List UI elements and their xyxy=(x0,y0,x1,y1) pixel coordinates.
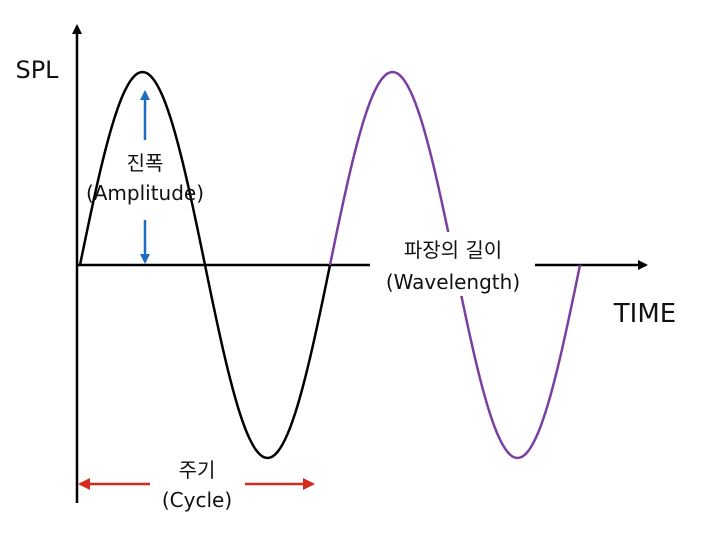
wave-first-cycle xyxy=(78,70,332,460)
amplitude-label-ko: 진폭 xyxy=(127,151,164,175)
x-axis-label: TIME xyxy=(613,299,676,329)
wavelength-label-background xyxy=(370,232,535,296)
wavelength-label-en: (Wavelength) xyxy=(386,270,520,294)
cycle-label-en: (Cycle) xyxy=(162,488,232,512)
cycle-label-ko: 주기 xyxy=(179,458,216,482)
amplitude-label-en: (Amplitude) xyxy=(86,181,204,205)
wavelength-label-ko: 파장의 길이 xyxy=(404,238,502,262)
y-axis-label: SPL xyxy=(15,56,59,84)
